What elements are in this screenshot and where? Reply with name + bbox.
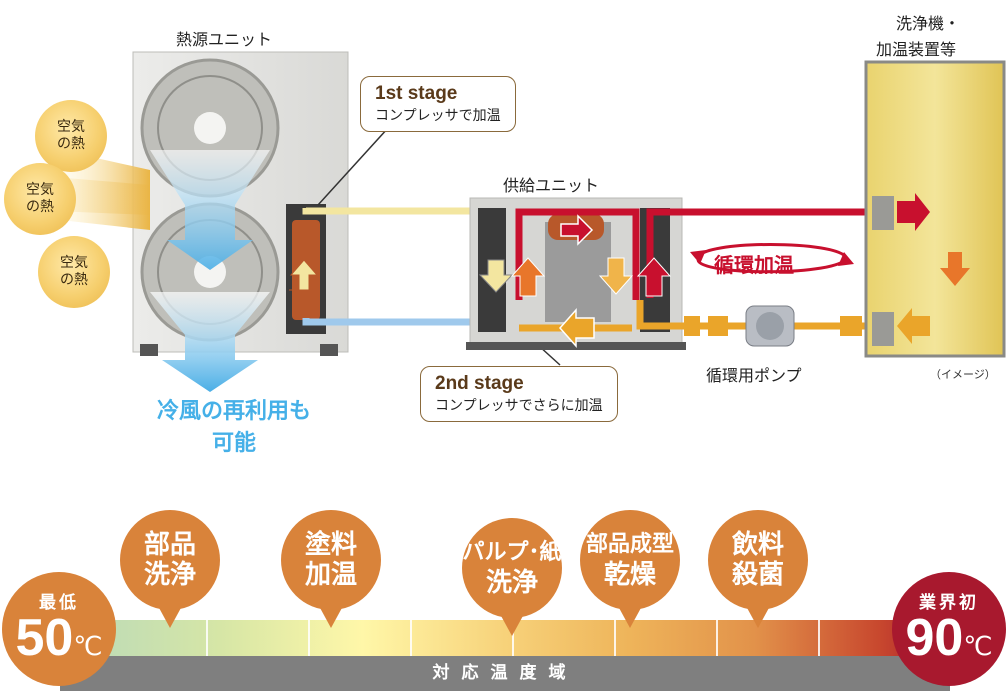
cold-air-reuse-text: 冷風の再利用も 可能 bbox=[156, 399, 311, 456]
flow-arrows bbox=[289, 193, 970, 348]
application-parts-washing: 部品洗浄 bbox=[120, 510, 220, 628]
first-stage-callout: 1st stage コンプレッサで加温 bbox=[360, 76, 516, 132]
first-stage-title: 1st stage bbox=[375, 83, 458, 104]
system-diagram bbox=[30, 51, 1006, 392]
application-pulp-paper-washing: パルプ･紙洗浄 bbox=[462, 518, 562, 636]
application-molding-drying: 部品成型乾燥 bbox=[580, 510, 680, 628]
cold-air-flow-top bbox=[150, 150, 270, 270]
pipe-warm-return bbox=[636, 300, 880, 330]
temperature-range-band: 対応温度域 bbox=[60, 656, 950, 691]
second-stage-title: 2nd stage bbox=[435, 373, 524, 394]
supply-unit-label: 供給ユニット bbox=[503, 176, 600, 195]
circulation-label: 循環加温 bbox=[714, 253, 794, 277]
cold-air-flow-bottom bbox=[150, 292, 270, 392]
first-stage-desc: コンプレッサで加温 bbox=[375, 108, 501, 124]
washer-label-line2: 加温装置等 bbox=[876, 40, 957, 59]
circulation-pump bbox=[745, 305, 795, 347]
washer-label-line1: 洗浄機・ bbox=[896, 14, 961, 33]
second-stage-desc: コンプレッサでさらに加温 bbox=[435, 398, 603, 414]
heat-source-label: 熱源ユニット bbox=[176, 30, 273, 49]
max-temperature-circle: 業界初 90℃ bbox=[892, 572, 1006, 686]
air-heat-bubble-3: 空気の熱 bbox=[38, 236, 110, 308]
pump-label: 循環用ポンプ bbox=[706, 366, 802, 385]
air-heat-bubble-2: 空気の熱 bbox=[4, 163, 76, 235]
second-stage-callout: 2nd stage コンプレッサでさらに加温 bbox=[420, 366, 618, 422]
application-beverage-sterilization: 飲料殺菌 bbox=[708, 510, 808, 628]
image-note: （イメージ） bbox=[930, 368, 996, 381]
min-temperature-circle: 最低 50℃ bbox=[2, 572, 116, 686]
application-paint-heating: 塗料加温 bbox=[281, 510, 381, 628]
air-heat-bubble-1: 空気の熱 bbox=[35, 100, 107, 172]
